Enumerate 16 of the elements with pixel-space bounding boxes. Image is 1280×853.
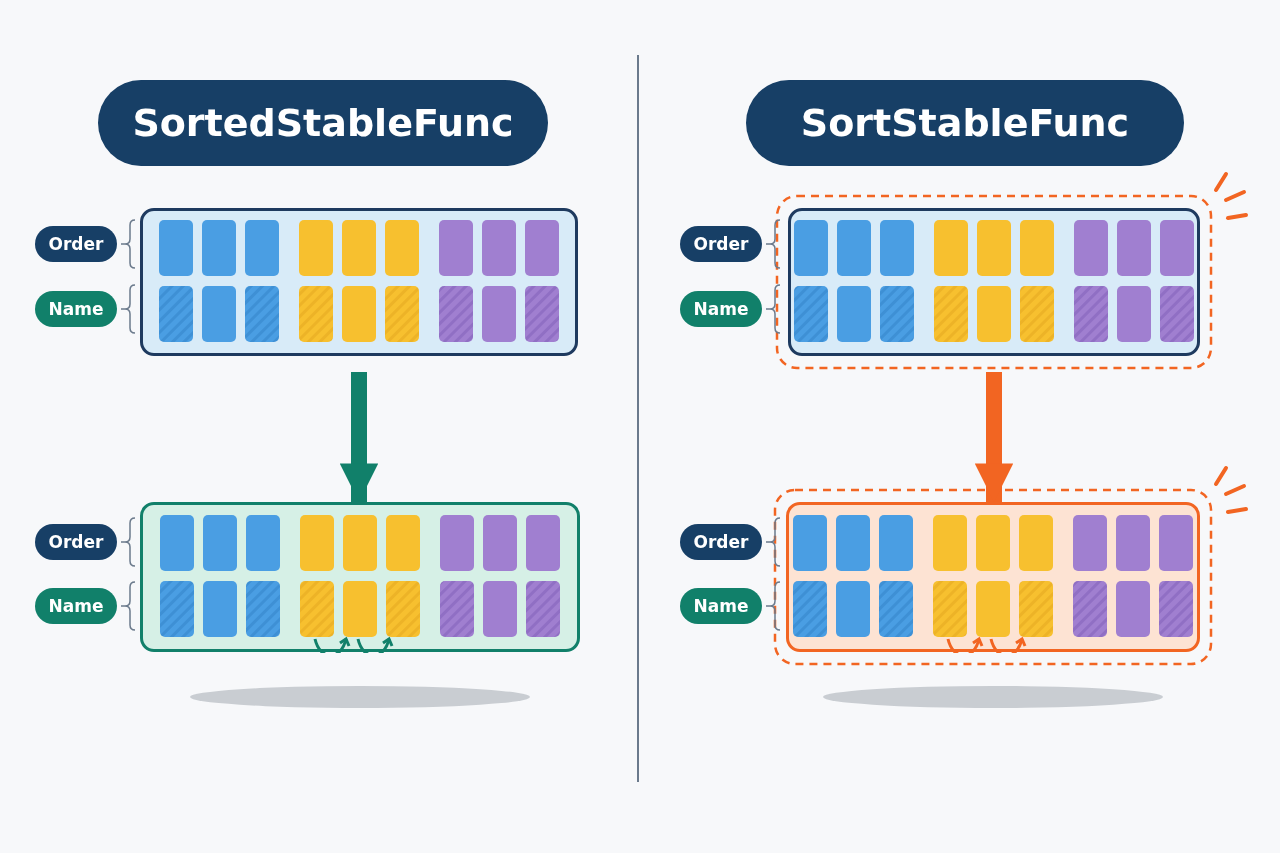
row-label-pill: Name — [35, 588, 117, 624]
title-banner: SortedStableFunc — [98, 80, 548, 166]
row-label-pill: Order — [35, 524, 117, 560]
row-label-pill: Name — [680, 291, 762, 327]
slice-panel — [140, 208, 578, 356]
slice-panel — [788, 208, 1200, 356]
row-label-pill: Order — [35, 226, 117, 262]
arrow — [974, 372, 1014, 502]
row-label-pill: Name — [680, 588, 762, 624]
title-banner: SortStableFunc — [746, 80, 1184, 166]
sorted-slice-panel — [140, 502, 580, 652]
row-label-pill: Order — [680, 226, 762, 262]
arrow — [339, 372, 379, 502]
row-label-pill: Order — [680, 524, 762, 560]
row-label-pill: Name — [35, 291, 117, 327]
sorted-slice-panel — [786, 502, 1200, 652]
